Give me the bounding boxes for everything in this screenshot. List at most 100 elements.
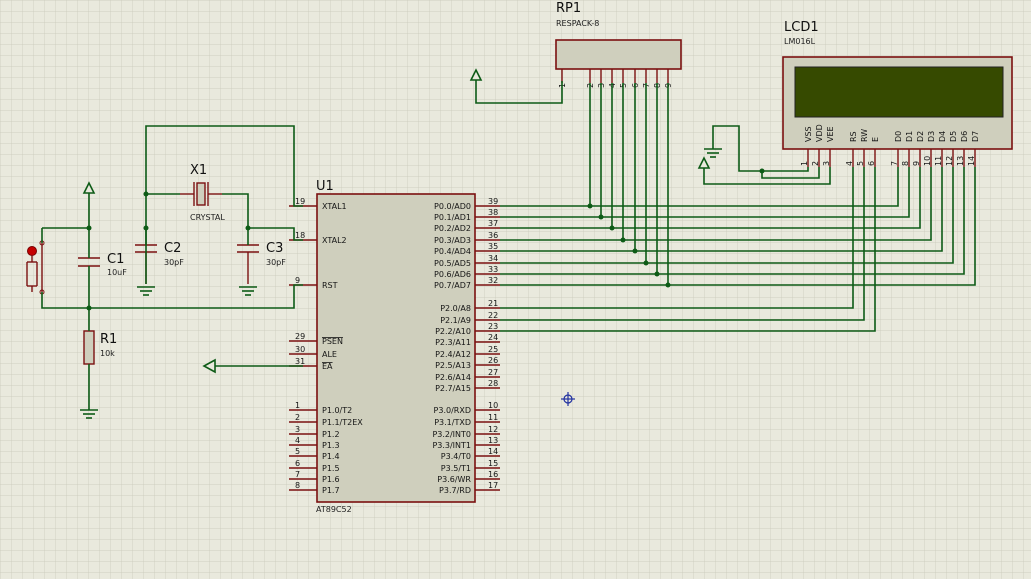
lcd-pin-name: D0 (894, 131, 903, 142)
mcu-pin-number: 5 (295, 447, 300, 456)
junction-dots (86, 168, 765, 311)
mcu-pin-number: 14 (488, 447, 498, 456)
crystal-x1[interactable]: X1 CRYSTAL (180, 163, 225, 222)
lcd-pin-name: RW (860, 129, 869, 142)
mcu-pin-number: 34 (488, 254, 498, 263)
crystal-value-label: CRYSTAL (190, 213, 225, 222)
mcu-pin-number: 1 (295, 401, 300, 410)
mcu-pin-number: 23 (488, 322, 498, 331)
mcu-pin-name: P0.6/AD6 (434, 270, 471, 279)
mcu-pin-name: P1.1/T2EX (322, 418, 363, 427)
mcu-pin-name: P3.1/TXD (434, 418, 471, 427)
mcu-pin-number: 32 (488, 276, 498, 285)
lcd-pin-name: RS (849, 131, 858, 142)
mcu-pin-name: P0.5/AD5 (434, 259, 471, 268)
lcd-pin-name: VSS (804, 126, 813, 142)
mcu-pin-number: 7 (295, 470, 300, 479)
lcd-pin-name: D2 (916, 131, 925, 142)
mcu-pin-number: 16 (488, 470, 498, 479)
mcu-pin-name: P2.7/A15 (435, 384, 471, 393)
mcu-pin-number: 30 (295, 345, 305, 354)
reset-pushbutton[interactable] (26, 240, 45, 295)
mcu-pin-number: 27 (488, 368, 498, 377)
lcd-pin-number: 4 (845, 161, 854, 166)
mcu-part-label: AT89C52 (316, 505, 352, 514)
mcu-pin-name: P1.4 (322, 452, 340, 461)
lcd-pin-name: D3 (927, 131, 936, 142)
mcu-pin-name: P1.0/T2 (322, 406, 352, 415)
mcu-pin-number: 4 (295, 436, 300, 445)
mcu-pin-name: P2.0/A8 (440, 304, 471, 313)
mcu-pin-number: 21 (488, 299, 498, 308)
lcd-pin-number: 1 (800, 161, 809, 166)
mcu-pin-name: P1.5 (322, 464, 340, 473)
mcu-pin-name: P3.7/RD (439, 486, 471, 495)
lcd-pin-name: VEE (826, 126, 835, 142)
c2-ref-label: C2 (164, 241, 181, 256)
mcu-pin-name: P2.3/A11 (435, 338, 471, 347)
mcu-pin-number: 35 (488, 242, 498, 251)
mcu-pin-name: P0.1/AD1 (434, 213, 471, 222)
mcu-pin-number: 13 (488, 436, 498, 445)
mcu-right-pins: 39P0.0/AD038P0.1/AD137P0.2/AD236P0.3/AD3… (432, 197, 500, 495)
mcu-pin-number: 3 (295, 425, 300, 434)
mcu-pin-number: 2 (295, 413, 300, 422)
mcu-pin-number: 39 (488, 197, 498, 206)
lcd-screen (794, 66, 1004, 118)
lcd-pin-number: 12 (945, 156, 954, 166)
mcu-pin-name: XTAL2 (322, 236, 347, 245)
ground-symbol-c2 (137, 286, 155, 296)
lcd-pin-name: D5 (949, 131, 958, 142)
mcu-pin-name: ALE (322, 350, 337, 359)
mcu-pin-name: P1.7 (322, 486, 340, 495)
mcu-u1[interactable]: U1 AT89C52 19XTAL118XTAL29RST29PSEN30ALE… (289, 179, 500, 514)
lcd-lcd1[interactable]: LCD1 LM016L VSS1VDD2VEE3RS4RW5E6D07D18D2… (782, 20, 1013, 167)
mcu-pin-number: 10 (488, 401, 498, 410)
capacitor-c3[interactable]: C3 30pF (237, 241, 286, 284)
mcu-pin-number: 11 (488, 413, 498, 422)
mcu-pin-name: P2.2/A10 (435, 327, 471, 336)
mcu-pin-name: XTAL1 (322, 202, 347, 211)
mcu-pin-number: 26 (488, 356, 498, 365)
mcu-pin-name: P0.0/AD0 (434, 202, 471, 211)
mcu-pin-name: RST (322, 281, 338, 290)
lcd-pin-number: 3 (822, 161, 831, 166)
respack-part-label: RESPACK-8 (556, 19, 599, 28)
mcu-pin-name: P0.7/AD7 (434, 281, 471, 290)
c1-value-label: 10uF (107, 268, 127, 277)
mcu-pin-name: P3.6/WR (437, 475, 471, 484)
mcu-pin-number: 19 (295, 197, 305, 206)
mcu-pin-name: P2.1/A9 (440, 316, 471, 325)
mcu-body (316, 193, 476, 503)
mcu-pin-name: EA (322, 362, 333, 371)
lcd-pin-name: D1 (905, 131, 914, 142)
mcu-pin-name: P3.5/T1 (441, 464, 471, 473)
lcd-pin-number: 2 (811, 161, 820, 166)
mcu-pin-name: P0.4/AD4 (434, 247, 471, 256)
lcd-pin-number: 11 (934, 156, 943, 166)
lcd-pin-number: 8 (901, 161, 910, 166)
c3-value-label: 30pF (266, 258, 286, 267)
mcu-pin-number: 22 (488, 311, 498, 320)
respack-body (555, 39, 682, 70)
mcu-pin-number: 24 (488, 333, 498, 342)
mcu-pin-name: P3.4/T0 (441, 452, 471, 461)
lcd-pin-name: D4 (938, 131, 947, 142)
lcd-pin-name: E (871, 137, 880, 142)
mcu-pin-name: P1.6 (322, 475, 340, 484)
r1-value-label: 10k (100, 349, 115, 358)
wires (41, 80, 976, 410)
lcd-pin-number: 5 (856, 161, 865, 166)
mcu-pin-number: 12 (488, 425, 498, 434)
r1-ref-label: R1 (100, 332, 117, 347)
mcu-pin-number: 38 (488, 208, 498, 217)
ground-symbol-c3 (239, 286, 257, 296)
lcd-pin-number: 14 (967, 156, 976, 166)
mcu-pin-name: P0.2/AD2 (434, 224, 471, 233)
c3-ref-label: C3 (266, 241, 283, 256)
lcd-pin-number: 13 (956, 156, 965, 166)
mcu-pin-name: P3.0/RXD (434, 406, 471, 415)
lcd-pins: VSS1VDD2VEE3RS4RW5E6D07D18D29D310D411D51… (800, 124, 980, 167)
mcu-pin-number: 37 (488, 219, 498, 228)
